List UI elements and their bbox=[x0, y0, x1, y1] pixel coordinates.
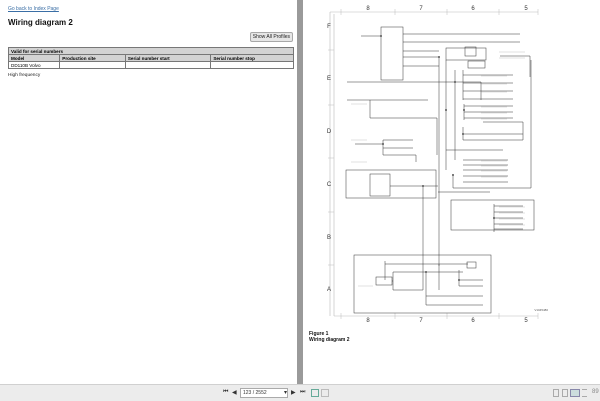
row-label: E bbox=[327, 76, 331, 82]
zoom-level[interactable]: 89 bbox=[592, 389, 599, 395]
single-page-view-icon[interactable] bbox=[553, 389, 559, 397]
column-label-bottom: 7 bbox=[419, 318, 423, 324]
column-header: Production site bbox=[59, 54, 126, 62]
table-cell bbox=[124, 61, 212, 69]
figure-caption: Wiring diagram 2 bbox=[309, 337, 350, 343]
page-title: Wiring diagram 2 bbox=[8, 18, 73, 27]
column-label-top: 6 bbox=[471, 6, 475, 12]
pdf-toolbar: ⏮ ◀ 123 / 2552 ▾ ▶ ⏭ 89 bbox=[0, 384, 600, 401]
row-label: A bbox=[327, 287, 331, 293]
table-caption: Valid for serial numbers bbox=[8, 47, 294, 55]
column-label-top: 5 bbox=[524, 6, 528, 12]
row-label: B bbox=[327, 235, 331, 241]
column-label-bottom: 5 bbox=[524, 318, 528, 324]
serial-numbers-table: Valid for serial numbers Model Productio… bbox=[7, 47, 294, 69]
page-dropdown-icon[interactable]: ▾ bbox=[284, 390, 288, 396]
back-to-index-link[interactable]: Go back to Index Page bbox=[8, 6, 59, 12]
column-label-top: 7 bbox=[419, 6, 423, 12]
row-label: D bbox=[327, 129, 332, 135]
column-label-bottom: 6 bbox=[471, 318, 475, 324]
wiring-diagram: 8 7 6 5 8 7 6 5 F E D C B A V1045480 bbox=[327, 6, 548, 324]
circuit-wires bbox=[345, 26, 535, 314]
column-header: Serial number stop bbox=[210, 54, 294, 62]
next-page-button[interactable]: ▶ bbox=[291, 390, 296, 396]
row-label: C bbox=[327, 182, 332, 188]
continuous-view-icon[interactable] bbox=[562, 389, 568, 397]
column-header: Model bbox=[7, 54, 61, 62]
table-row: DD110B Volvo bbox=[7, 61, 294, 69]
show-all-profiles-button[interactable]: Show All Profiles bbox=[249, 32, 293, 42]
label-lines bbox=[351, 33, 525, 287]
column-label-bottom: 8 bbox=[366, 318, 370, 324]
row-ticks bbox=[328, 49, 334, 266]
figure-label: Figure 1 bbox=[309, 331, 329, 337]
copy-icon[interactable] bbox=[321, 389, 329, 397]
right-page: 8 7 6 5 8 7 6 5 F E D C B A V1045480 bbox=[303, 0, 600, 384]
diagram-watermark: V1045480 bbox=[534, 308, 548, 312]
table-cell bbox=[59, 61, 126, 69]
column-ticks bbox=[340, 9, 539, 319]
left-page: Go back to Index Page Wiring diagram 2 S… bbox=[0, 0, 297, 384]
first-page-button[interactable]: ⏮ bbox=[223, 389, 229, 395]
note-text: High frequency bbox=[8, 73, 41, 78]
page-indicator: 123 / 2552 bbox=[243, 390, 267, 396]
two-page-view-icon[interactable] bbox=[570, 389, 580, 397]
table-cell bbox=[210, 61, 294, 69]
column-header: Serial number start bbox=[124, 54, 212, 62]
table-cell: DD110B Volvo bbox=[7, 61, 61, 69]
export-icon[interactable] bbox=[311, 389, 319, 397]
last-page-button[interactable]: ⏭ bbox=[300, 389, 306, 395]
column-label-top: 8 bbox=[366, 6, 370, 12]
component-dots bbox=[380, 35, 495, 281]
previous-page-button[interactable]: ◀ bbox=[232, 390, 237, 396]
figure-caption-block: Figure 1 Wiring diagram 2 bbox=[309, 331, 350, 343]
row-label: F bbox=[327, 24, 331, 30]
diagram-frame bbox=[329, 11, 538, 317]
page-number-input[interactable]: 123 / 2552 bbox=[240, 388, 288, 398]
fit-width-icon[interactable] bbox=[582, 389, 587, 397]
